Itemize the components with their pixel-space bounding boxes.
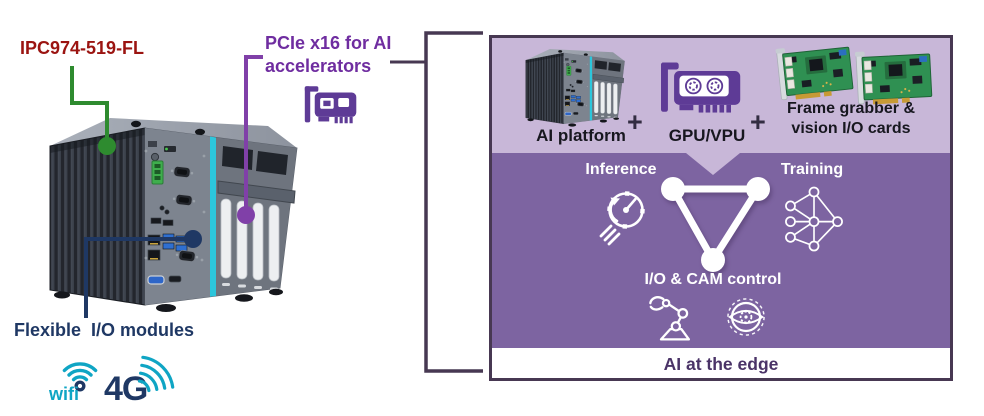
gpu-card-icon bbox=[661, 62, 741, 113]
panel-bracket bbox=[424, 31, 483, 373]
eye-icon bbox=[727, 298, 765, 336]
frame-grabber-label-line2: vision I/O cards bbox=[791, 120, 911, 137]
ai-platform-image bbox=[525, 45, 625, 127]
pcie-callout-line2: accelerators bbox=[265, 56, 372, 76]
cellular-4g-label: 4G bbox=[104, 370, 148, 408]
ai-solution-panel: AI platform + GPU/VPU + bbox=[489, 35, 953, 381]
wifi-icon bbox=[62, 362, 98, 392]
frame-grabber-card-image-1 bbox=[775, 39, 857, 106]
inference-label: Inference bbox=[585, 161, 657, 178]
panel-footer-section bbox=[489, 348, 953, 381]
frame-grabber-label-line1: Frame grabber & bbox=[786, 100, 916, 117]
io-cam-control-label: I/O & CAM control bbox=[644, 271, 782, 288]
ai-at-the-edge-label: AI at the edge bbox=[663, 354, 779, 374]
flexible-io-label: Flexible I/O modules bbox=[14, 320, 195, 340]
wifi-label: wifi bbox=[49, 384, 79, 404]
training-label: Training bbox=[780, 161, 844, 178]
pcie-callout-line1: PCIe x16 for AI bbox=[265, 33, 392, 53]
4g-signal-icon bbox=[137, 355, 175, 393]
neural-network-icon bbox=[785, 186, 843, 252]
frame-grabber-label: Frame grabber & vision I/O cards bbox=[771, 99, 931, 139]
ai-platform-label: AI platform bbox=[536, 126, 626, 145]
ipc974-product-image bbox=[48, 108, 298, 313]
down-arrow-notch bbox=[686, 153, 740, 175]
gpu-vpu-label: GPU/VPU bbox=[668, 126, 746, 145]
plus-sign-1: + bbox=[627, 107, 643, 137]
workflow-triangle bbox=[661, 177, 770, 272]
plus-sign-2: + bbox=[750, 107, 766, 137]
robot-arm-icon bbox=[649, 296, 691, 341]
pcie-callout: PCIe x16 for AI accelerators bbox=[265, 32, 391, 78]
model-name-label: IPC974-519-FL bbox=[20, 38, 145, 58]
speedometer-icon bbox=[599, 191, 645, 246]
pcie-card-icon bbox=[304, 86, 357, 124]
